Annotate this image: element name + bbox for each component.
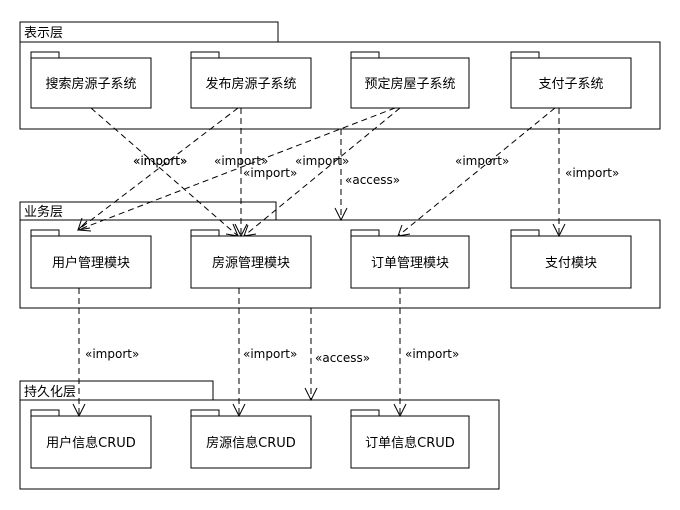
edge-paysub-to-order: «import» (397, 107, 556, 237)
package-house-crud[interactable]: 房源信息CRUD (190, 409, 312, 469)
package-user-mgmt[interactable]: 用户管理模块 (30, 229, 152, 289)
package-order-crud[interactable]: 订单信息CRUD (350, 409, 470, 469)
edge-publish-to-user-label: «import» (133, 154, 187, 168)
edge-booking-to-house-label: «import» (243, 166, 297, 180)
package-house-mgmt-label: 房源管理模块 (212, 255, 290, 271)
package-publish-label: 发布房源子系统 (205, 76, 296, 92)
package-user-mgmt-label: 用户管理模块 (52, 255, 130, 271)
package-user-crud[interactable]: 用户信息CRUD (30, 409, 152, 469)
edge-booking-to-house: «import» (243, 107, 401, 237)
package-publish[interactable]: 发布房源子系统 (190, 51, 312, 109)
package-house-crud-label: 房源信息CRUD (206, 435, 296, 451)
edge-order-to-ordercrud-label: «import» (405, 347, 459, 361)
package-booking-label: 预定房屋子系统 (364, 76, 455, 92)
package-payment-module[interactable]: 支付模块 (510, 229, 632, 289)
edge-publish-to-house-label: «import» (214, 154, 268, 168)
edge-house-to-ordercrud: «access» (304, 308, 370, 402)
package-order-crud-label: 订单信息CRUD (365, 435, 455, 451)
edge-house-to-housecrud-label: «import» (243, 347, 297, 361)
package-payment-subsystem[interactable]: 支付子系统 (510, 51, 632, 109)
edge-booking-to-order: «access» (334, 129, 400, 222)
package-payment-module-label: 支付模块 (545, 256, 597, 271)
edge-order-to-ordercrud: «import» (393, 288, 459, 418)
edge-paysub-to-paymod: «import» (552, 108, 619, 238)
edge-paysub-to-paymod-label: «import» (565, 166, 619, 180)
layer-persistence-label: 持久化层 (24, 385, 76, 400)
package-search-label: 搜索房源子系统 (45, 76, 136, 92)
edge-booking-to-order-label: «access» (345, 173, 400, 187)
package-order-mgmt-label: 订单管理模块 (371, 256, 449, 271)
layer-business-label: 业务层 (24, 204, 63, 220)
package-payment-subsystem-label: 支付子系统 (538, 77, 603, 92)
package-booking[interactable]: 预定房屋子系统 (350, 51, 470, 109)
package-order-mgmt[interactable]: 订单管理模块 (350, 229, 470, 289)
edge-user-to-usercrud-label: «import» (85, 347, 139, 361)
package-search[interactable]: 搜索房源子系统 (30, 51, 152, 109)
edge-paysub-to-order-label: «import» (455, 154, 509, 168)
edge-publish-to-house: «import» (214, 108, 268, 238)
package-user-crud-label: 用户信息CRUD (46, 435, 136, 451)
package-house-mgmt[interactable]: 房源管理模块 (190, 229, 312, 289)
edge-user-to-usercrud: «import» (72, 288, 139, 418)
edge-booking-to-user: «import» (76, 107, 396, 232)
layer-presentation-label: 表示层 (24, 26, 63, 41)
edge-house-to-housecrud: «import» (232, 288, 297, 418)
edge-booking-to-user-label: «import» (295, 154, 349, 168)
edge-house-to-ordercrud-label: «access» (315, 351, 370, 365)
